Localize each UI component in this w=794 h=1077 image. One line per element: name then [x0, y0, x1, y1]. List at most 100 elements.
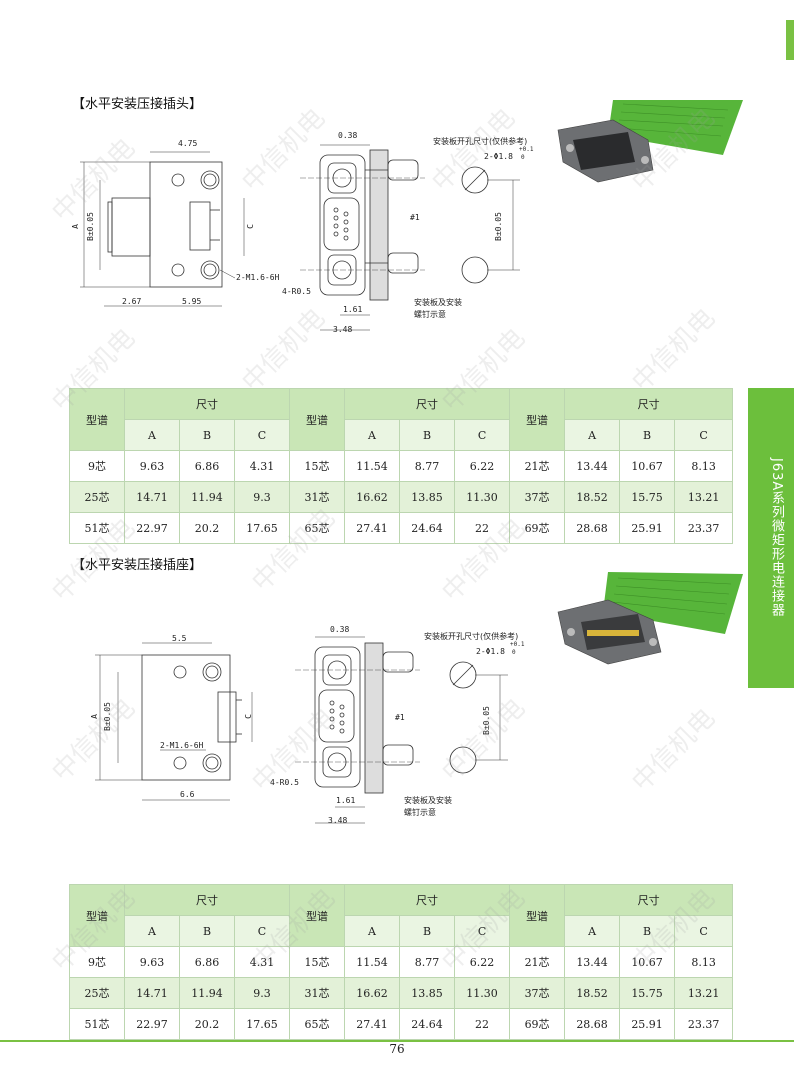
table-cell: 18.52: [564, 977, 621, 1009]
table-cell: 11.30: [454, 977, 511, 1009]
pin1-mark: #1: [410, 213, 420, 222]
dim-thread: 2-M1.6-6H: [236, 273, 280, 282]
col-a: A: [124, 419, 180, 451]
table-cell: 22.97: [124, 512, 180, 544]
table-cell: 22: [454, 1008, 511, 1040]
panel-cutout-2: [449, 661, 508, 774]
table-cell: 27.41: [344, 1008, 401, 1040]
table-cell: 10.67: [619, 450, 676, 482]
col-c: C: [454, 915, 511, 947]
table-cell: 17.65: [233, 512, 291, 544]
table-cell: 9.63: [124, 946, 180, 978]
dim-4-75: 4.75: [178, 139, 198, 148]
table-cell: 13.21: [674, 977, 734, 1009]
col-b: B: [399, 419, 456, 451]
col-b: B: [179, 419, 235, 451]
series-side-tab: J63A系列微矩形电连接器: [740, 388, 794, 688]
table-cell: 9.63: [124, 450, 180, 482]
table-cell: 14.71: [124, 977, 180, 1009]
table-cell: 28.68: [564, 1008, 621, 1040]
size-header: 尺寸: [564, 884, 734, 916]
table-cell: 11.94: [179, 977, 235, 1009]
table-cell: 13.44: [564, 946, 621, 978]
model-header: 型谱: [69, 388, 125, 451]
panel-label-2: 安装板开孔尺寸(仅供参考): [424, 632, 519, 641]
dim-r05: 4-R0.5: [270, 778, 299, 787]
col-c: C: [674, 419, 734, 451]
col-c: C: [454, 419, 511, 451]
col-c: C: [674, 915, 734, 947]
dim-b: B±0.05: [102, 702, 112, 731]
table-cell: 13.85: [399, 977, 456, 1009]
table-cell: 10.67: [619, 946, 676, 978]
page-number: 76: [389, 1042, 405, 1056]
table-cell: 21芯: [509, 450, 566, 482]
watermark: 中信机电: [626, 302, 722, 398]
table-cell: 8.13: [674, 450, 734, 482]
table-cell: 8.77: [399, 946, 456, 978]
table-cell: 37芯: [509, 977, 566, 1009]
table-cell: 22: [454, 512, 511, 544]
table-cell: 4.31: [233, 450, 291, 482]
dim-0-38: 0.38: [330, 625, 350, 634]
section1-title: 【水平安装压接插头】: [72, 97, 203, 112]
plug-front-drawing: [80, 151, 245, 307]
dim-r05: 4-R0.5: [282, 287, 311, 296]
size-header: 尺寸: [564, 388, 734, 420]
table-cell: 9.3: [233, 481, 291, 513]
table-cell: 16.62: [344, 481, 401, 513]
table-cell: 13.85: [399, 481, 456, 513]
table-cell: 25.91: [619, 1008, 676, 1040]
table-cell: 15芯: [289, 450, 346, 482]
plug-product-image: [557, 100, 743, 183]
table-cell: 13.44: [564, 450, 621, 482]
panel-tol-2: +0.1: [510, 641, 525, 648]
table-cell: 51芯: [69, 1008, 125, 1040]
table-cell: 4.31: [233, 946, 291, 978]
dim-3-48: 3.48: [333, 325, 353, 334]
socket-front-drawing: [95, 642, 253, 801]
panel-dim-1: B±0.05: [493, 212, 503, 241]
table-cell: 28.68: [564, 512, 621, 544]
panel-hole-1: 2-Φ1.8: [484, 152, 513, 161]
table-cell: 20.2: [179, 512, 235, 544]
size-header: 尺寸: [344, 884, 511, 916]
table-cell: 20.2: [179, 1008, 235, 1040]
model-header: 型谱: [69, 884, 125, 947]
watermark: 中信机电: [626, 702, 722, 798]
table-cell: 11.30: [454, 481, 511, 513]
model-header: 型谱: [509, 388, 566, 451]
dim-a: A: [89, 714, 99, 719]
dim-0-38: 0.38: [338, 131, 358, 140]
dim-5-95: 5.95: [182, 297, 202, 306]
panel-dim-2: B±0.05: [481, 706, 491, 735]
col-c: C: [233, 915, 291, 947]
panel-tol-1: +0.1: [519, 146, 534, 153]
table-cell: 25.91: [619, 512, 676, 544]
table-cell: 6.86: [179, 946, 235, 978]
table-cell: 18.52: [564, 481, 621, 513]
dim-b: B±0.05: [85, 212, 95, 241]
dim-6-6: 6.6: [180, 790, 195, 799]
table-cell: 65芯: [289, 1008, 346, 1040]
table-cell: 9.3: [233, 977, 291, 1009]
table-cell: 17.65: [233, 1008, 291, 1040]
col-a: A: [344, 419, 401, 451]
plate-note-2: 螺钉示意: [404, 808, 436, 817]
table-cell: 15.75: [619, 977, 676, 1009]
dim-thread: 2-M1.6-6H: [160, 741, 204, 750]
table-cell: 8.77: [399, 450, 456, 482]
table-cell: 69芯: [509, 512, 566, 544]
table-cell: 65芯: [289, 512, 346, 544]
dim-1-61: 1.61: [343, 305, 363, 314]
footer-line: [0, 1040, 794, 1042]
col-b: B: [179, 915, 235, 947]
table-cell: 14.71: [124, 481, 180, 513]
table-cell: 21芯: [509, 946, 566, 978]
model-header: 型谱: [289, 884, 346, 947]
